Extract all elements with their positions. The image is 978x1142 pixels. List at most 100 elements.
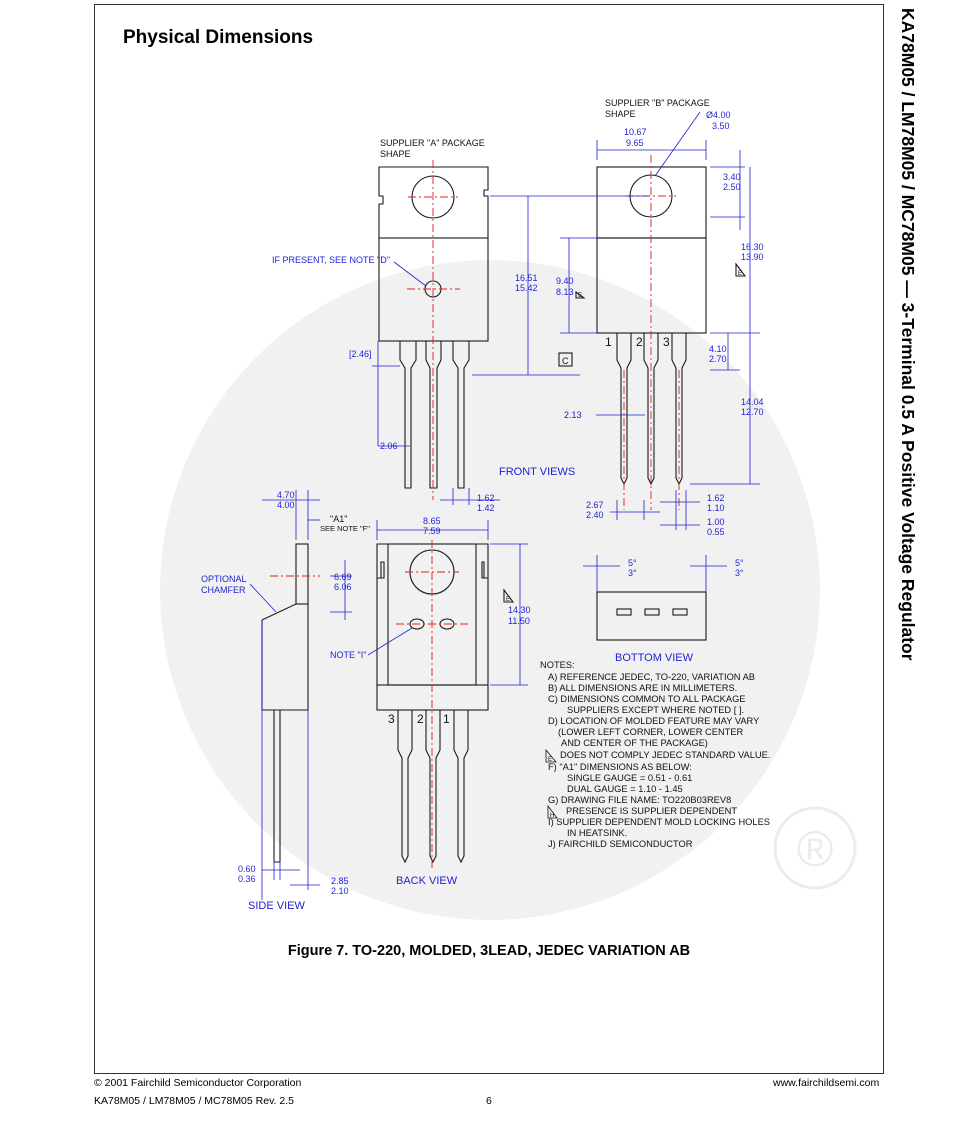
dim-5deg-left-min: 3°: [628, 568, 637, 578]
dim-400-max: Ø4.00: [706, 110, 731, 120]
see-note-f-label: SEE NOTE "F": [320, 524, 370, 533]
registered-mark: ®: [797, 821, 834, 877]
dim-865-min: 7.59: [423, 526, 441, 536]
note-e-marker-1: E: [578, 293, 582, 299]
figure-caption: Figure 7. TO-220, MOLDED, 3LEAD, JEDEC V…: [287, 943, 691, 959]
section-heading: Physical Dimensions: [123, 27, 314, 48]
footer-copyright: © 2001 Fairchild Semiconductor Corporati…: [94, 1077, 302, 1089]
dim-162a-max: 1.62: [477, 493, 495, 503]
datum-c-text: C: [562, 356, 569, 366]
dim-340-min: 2.50: [723, 182, 741, 192]
side-view-lead: [273, 710, 281, 863]
dim-206: 2.06: [380, 441, 398, 451]
optional-chamfer-2: CHAMFER: [201, 585, 246, 595]
datum-c-box: [558, 352, 573, 367]
pin-2-back: 2: [417, 712, 424, 726]
dim-1430-min: 11.50: [508, 616, 530, 626]
center-lines: [270, 155, 680, 870]
dim-100-min: 0.55: [707, 527, 725, 537]
note-line: PRESENCE IS SUPPLIER DEPENDENT: [566, 806, 737, 816]
dim-5deg-left-max: 5°: [628, 558, 637, 568]
supplier-a-label-2: SHAPE: [380, 149, 411, 159]
note-line: C) DIMENSIONS COMMON TO ALL PACKAGE: [548, 694, 746, 704]
note-e-triangle-notes: [545, 748, 557, 763]
note-line: DOES NOT COMPLY JEDEC STANDARD VALUE.: [560, 750, 770, 760]
dim-162a-min: 1.42: [477, 503, 495, 513]
dim-470-min: 4.00: [277, 500, 295, 510]
footer-website[interactable]: www.fairchildsemi.com: [773, 1077, 880, 1089]
dim-162b-max: 1.62: [707, 493, 725, 503]
supplier-a-lead-1: [399, 341, 417, 489]
note-line: G) DRAWING FILE NAME: TO220B03REV8: [548, 795, 731, 805]
note-h-marker: H: [550, 813, 554, 819]
note-line: NOTES:: [540, 660, 575, 670]
dim-470-max: 4.70: [277, 490, 295, 500]
package-outlines: [261, 166, 747, 864]
dim-1630-max: 16.30: [741, 242, 764, 252]
note-line: F) "A1" DIMENSIONS AS BELOW:: [548, 762, 692, 772]
bottom-view-label: BOTTOM VIEW: [615, 652, 694, 664]
dimension-text: SUPPLIER "A" PACKAGE SHAPE SUPPLIER "B" …: [201, 98, 764, 912]
note-line: D) LOCATION OF MOLDED FEATURE MAY VARY: [548, 716, 759, 726]
note-line: DUAL GAUGE = 1.10 - 1.45: [567, 784, 683, 794]
note-line: (LOWER LEFT CORNER, LOWER CENTER: [558, 727, 744, 737]
note-e-marker-2: E: [738, 271, 742, 277]
dim-1651-max: 16.51: [515, 273, 538, 283]
supplier-b-tab: [596, 166, 707, 239]
dim-100-max: 1.00: [707, 517, 725, 527]
note-line: IN HEATSINK.: [567, 828, 627, 838]
pin-3-back: 3: [388, 712, 395, 726]
supplier-a-tab: [378, 166, 489, 239]
dim-267-max: 2.67: [586, 500, 604, 510]
dim-1651-min: 15.42: [515, 283, 538, 293]
dim-285-min: 2.10: [331, 886, 349, 896]
dim-267-min: 2.40: [586, 510, 604, 520]
supplier-a-lead-3: [452, 341, 470, 489]
dim-5deg-right-min: 3°: [735, 568, 744, 578]
dim-1430-max: 14.30: [508, 605, 531, 615]
pin-1-back: 1: [443, 712, 450, 726]
back-view-body-bottom: [376, 684, 489, 711]
note-line: SUPPLIERS EXCEPT WHERE NOTED [ ].: [567, 705, 744, 715]
note-e-triangle-1: [575, 290, 586, 299]
bottom-view-body: [596, 591, 707, 641]
a1-label: "A1": [330, 514, 347, 524]
dim-1404-min: 12.70: [741, 407, 764, 417]
note-e-marker-3: E: [506, 597, 510, 603]
note-e-marker-notes: E: [548, 757, 552, 763]
dim-060-min: 0.36: [238, 874, 256, 884]
dim-340-max: 3.40: [723, 172, 741, 182]
dim-865-max: 8.65: [423, 516, 441, 526]
page-frame: [94, 4, 884, 1074]
dim-213: 2.13: [564, 410, 582, 420]
back-view-lead-3: [397, 710, 413, 864]
supplier-b-label-2: SHAPE: [605, 109, 636, 119]
pin-3-front: 3: [663, 335, 670, 349]
bottom-lead-3: [672, 608, 688, 616]
note-line: J) FAIRCHILD SEMICONDUCTOR: [548, 839, 693, 849]
supplier-a-body: [378, 237, 489, 342]
dim-410-min: 2.70: [709, 354, 727, 364]
note-line: B) ALL DIMENSIONS ARE IN MILLIMETERS.: [548, 683, 737, 693]
note-line: A) REFERENCE JEDEC, TO-220, VARIATION AB: [548, 672, 755, 682]
note-e-triangle-2: [735, 262, 747, 277]
note-h-triangle: [547, 804, 558, 819]
note-line: I) SUPPLIER DEPENDENT MOLD LOCKING HOLES: [548, 817, 770, 827]
dim-162b-min: 1.10: [707, 503, 725, 513]
footer-page-number: 6: [486, 1095, 492, 1107]
note-line: SINGLE GAUGE = 0.51 - 0.61: [567, 773, 692, 783]
dim-940-min: 8.13: [556, 287, 574, 297]
back-view-lead-1: [453, 710, 469, 864]
bottom-lead-1: [616, 608, 632, 616]
supplier-b-lead-2: [643, 333, 659, 486]
notes-block: NOTES: A) REFERENCE JEDEC, TO-220, VARIA…: [540, 660, 770, 849]
dim-669-max: 6.69: [334, 572, 352, 582]
note-line: AND CENTER OF THE PACKAGE): [561, 738, 708, 748]
bottom-lead-2: [644, 608, 660, 616]
supplier-a-lead-2: [425, 341, 442, 489]
back-view-lead-2: [425, 710, 441, 864]
dim-1067-max: 10.67: [624, 127, 647, 137]
dim-400-min: 3.50: [712, 121, 730, 131]
watermark-logo: ®: [160, 260, 857, 920]
dim-246: [2.46]: [349, 349, 372, 359]
